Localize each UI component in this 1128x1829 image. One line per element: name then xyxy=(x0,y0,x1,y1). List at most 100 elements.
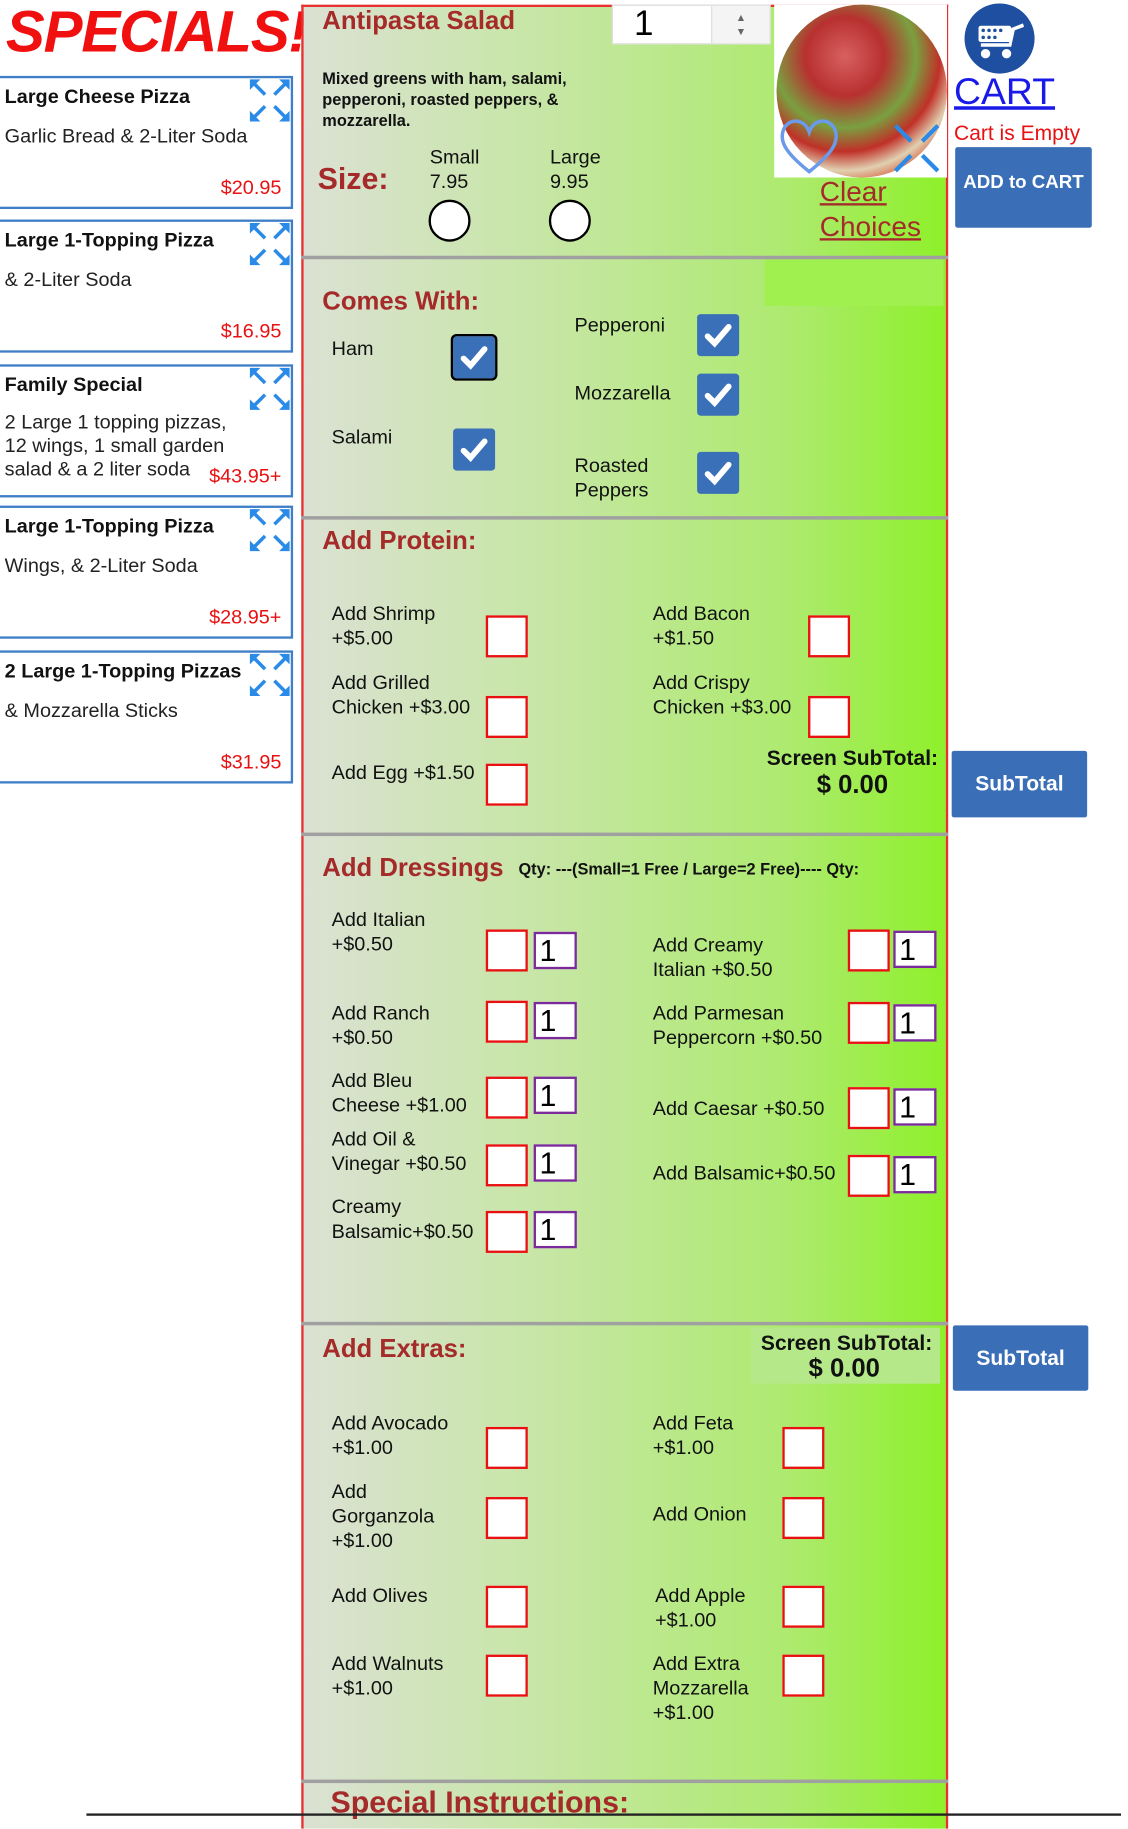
feta-checkbox[interactable] xyxy=(782,1426,825,1469)
cart-link[interactable]: CART xyxy=(954,70,1056,113)
product-image xyxy=(774,4,948,178)
size-small-price: 7.95 xyxy=(429,170,469,193)
special-card[interactable]: Large 1-Topping Pizza & 2-Liter Soda $16… xyxy=(0,219,294,353)
size-small-name: Small xyxy=(429,145,480,169)
olives-checkbox[interactable] xyxy=(485,1585,528,1628)
avocado-checkbox[interactable] xyxy=(485,1426,528,1469)
special-price: $43.95+ xyxy=(209,464,282,487)
egg-checkbox[interactable] xyxy=(485,763,528,806)
balsamic-qty[interactable]: 1 xyxy=(893,1156,937,1194)
divider xyxy=(301,516,949,520)
subtotal-bg xyxy=(750,1327,940,1384)
oil-vinegar-qty[interactable]: 1 xyxy=(533,1144,577,1182)
italian-checkbox[interactable] xyxy=(485,929,528,972)
expand-icon[interactable] xyxy=(249,653,291,697)
comes-with-label: Pepperoni xyxy=(574,314,666,337)
add-to-cart-button[interactable]: ADD to CART xyxy=(955,147,1092,228)
comes-with-heading: Comes With: xyxy=(322,286,480,316)
onion-checkbox[interactable] xyxy=(782,1496,825,1540)
special-title: 2 Large 1-Topping Pizzas xyxy=(4,659,242,682)
dressing-label: Add Parmesan Peppercorn +$0.50 xyxy=(652,1001,823,1049)
size-large-radio[interactable] xyxy=(548,199,591,242)
creamy-balsamic-qty[interactable]: 1 xyxy=(533,1210,577,1249)
quantity-stepper[interactable]: 1 ▲▼ xyxy=(611,4,771,45)
extra-mozzarella-checkbox[interactable] xyxy=(782,1654,825,1697)
grilled-chicken-checkbox[interactable] xyxy=(485,695,528,738)
extra-label: Add Gorganzola +$1.00 xyxy=(331,1480,435,1552)
dressing-label: Add Creamy Italian +$0.50 xyxy=(652,934,773,981)
parmesan-peppercorn-qty[interactable]: 1 xyxy=(893,1004,937,1042)
ranch-checkbox[interactable] xyxy=(485,1000,528,1043)
special-price: $31.95 xyxy=(220,750,282,774)
special-card[interactable]: Large 1-Topping Pizza Wings, & 2-Liter S… xyxy=(0,505,294,639)
expand-icon[interactable] xyxy=(249,222,291,266)
spinner-arrows-icon[interactable]: ▲▼ xyxy=(711,5,770,44)
special-card[interactable]: Family Special 2 Large 1 topping pizzas,… xyxy=(0,364,294,498)
protein-label: Add Bacon +$1.50 xyxy=(652,602,750,650)
roasted-peppers-checkbox[interactable] xyxy=(697,451,740,494)
oil-vinegar-checkbox[interactable] xyxy=(485,1144,528,1187)
comes-with-label: Roasted Peppers xyxy=(574,454,649,501)
protein-label: Add Crispy Chicken +$3.00 xyxy=(652,671,792,719)
caesar-qty[interactable]: 1 xyxy=(893,1088,937,1126)
dressing-label: Add Oil & Vinegar +$0.50 xyxy=(331,1127,467,1175)
expand-icon[interactable] xyxy=(891,121,942,175)
clear-choices-link[interactable]: Clear Choices xyxy=(820,175,921,245)
italian-qty[interactable]: 1 xyxy=(533,931,577,970)
comes-with-label: Ham xyxy=(331,337,374,360)
special-desc: & 2-Liter Soda xyxy=(4,268,132,291)
cart-status: Cart is Empty xyxy=(954,121,1081,145)
dressings-qty-note: Qty: ---(Small=1 Free / Large=2 Free)---… xyxy=(518,859,860,879)
expand-icon[interactable] xyxy=(249,367,291,411)
special-desc: Garlic Bread & 2-Liter Soda xyxy=(4,124,248,148)
salami-checkbox[interactable] xyxy=(453,428,496,471)
special-title: Large 1-Topping Pizza xyxy=(4,514,214,538)
caesar-checkbox[interactable] xyxy=(847,1087,890,1130)
balsamic-checkbox[interactable] xyxy=(847,1154,890,1197)
extras-heading: Add Extras: xyxy=(322,1333,467,1363)
apple-checkbox[interactable] xyxy=(782,1585,825,1628)
extra-label: Add Avocado +$1.00 xyxy=(331,1411,449,1459)
walnuts-checkbox[interactable] xyxy=(485,1654,528,1697)
special-desc: Wings, & 2-Liter Soda xyxy=(4,554,198,577)
screen-subtotal-value: $ 0.00 xyxy=(808,1353,880,1383)
clear-label[interactable]: Clear xyxy=(819,176,887,208)
gorganzola-checkbox[interactable] xyxy=(485,1496,528,1540)
subtotal-button[interactable]: SubTotal xyxy=(951,750,1088,818)
extra-label: Add Apple +$1.00 xyxy=(655,1584,746,1632)
expand-icon[interactable] xyxy=(249,508,291,552)
creamy-balsamic-checkbox[interactable] xyxy=(485,1210,528,1253)
bacon-checkbox[interactable] xyxy=(808,615,851,658)
extra-label: Add Feta +$1.00 xyxy=(652,1411,734,1459)
shrimp-checkbox[interactable] xyxy=(485,615,528,658)
quantity-value[interactable]: 1 xyxy=(634,4,654,44)
ham-checkbox[interactable] xyxy=(450,333,498,381)
bleu-cheese-qty[interactable]: 1 xyxy=(533,1076,577,1114)
dressing-label: Add Ranch +$0.50 xyxy=(331,1001,430,1049)
crispy-chicken-checkbox[interactable] xyxy=(808,695,851,738)
protein-label: Add Egg +$1.50 xyxy=(331,761,475,784)
pepperoni-checkbox[interactable] xyxy=(697,314,740,357)
protein-label: Add Grilled Chicken +$3.00 xyxy=(331,671,471,719)
bleu-cheese-checkbox[interactable] xyxy=(485,1076,528,1119)
subtotal-button[interactable]: SubTotal xyxy=(952,1325,1089,1391)
expand-icon[interactable] xyxy=(249,78,291,122)
special-card[interactable]: Large Cheese Pizza Garlic Bread & 2-Lite… xyxy=(0,75,294,210)
size-small-radio[interactable] xyxy=(428,199,471,242)
ranch-qty[interactable]: 1 xyxy=(533,1001,577,1040)
heart-icon[interactable] xyxy=(777,116,842,177)
special-card[interactable]: 2 Large 1-Topping Pizzas & Mozzarella St… xyxy=(0,650,294,784)
special-title: Large 1-Topping Pizza xyxy=(4,228,214,252)
comes-with-label: Mozzarella xyxy=(574,381,671,405)
mozzarella-checkbox[interactable] xyxy=(697,373,740,416)
parmesan-peppercorn-checkbox[interactable] xyxy=(847,1001,890,1044)
creamy-italian-checkbox[interactable] xyxy=(847,929,890,972)
divider xyxy=(301,1321,949,1326)
cart-icon[interactable] xyxy=(962,2,1037,74)
dressing-label: Add Bleu Cheese +$1.00 xyxy=(331,1069,467,1117)
choices-label[interactable]: Choices xyxy=(819,211,921,243)
extra-label: Add Olives xyxy=(331,1584,428,1607)
creamy-italian-qty[interactable]: 1 xyxy=(893,930,937,969)
protein-label: Add Shrimp +$5.00 xyxy=(331,602,436,650)
divider xyxy=(301,255,949,260)
